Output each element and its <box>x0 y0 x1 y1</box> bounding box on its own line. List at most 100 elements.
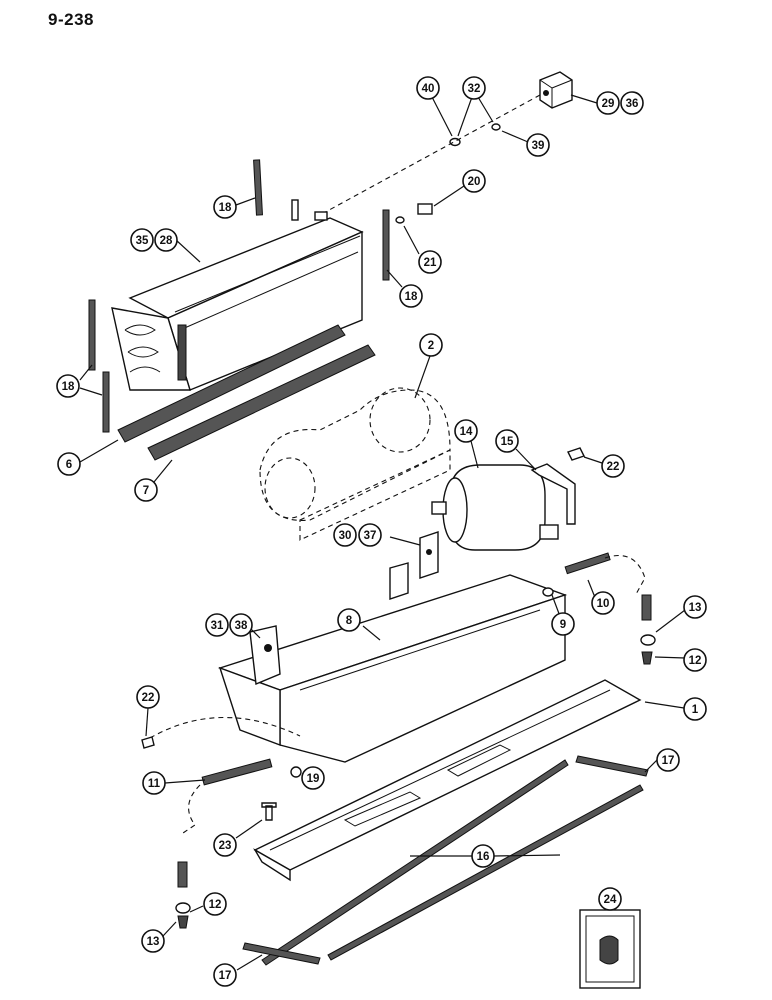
mounting-strap <box>530 463 576 525</box>
callout-11: 11 <box>142 771 166 795</box>
receiver-drier <box>431 464 559 551</box>
svg-text:18: 18 <box>219 202 232 214</box>
nut-19 <box>290 766 302 778</box>
foam-strip-7 <box>147 344 376 461</box>
callout-9: 9 <box>551 612 575 636</box>
parts-kit-box <box>579 909 641 989</box>
svg-text:21: 21 <box>424 257 437 269</box>
svg-text:18: 18 <box>62 381 75 393</box>
fitting <box>417 203 433 215</box>
svg-text:6: 6 <box>66 459 72 471</box>
callout-1: 1 <box>683 697 707 721</box>
svg-text:32: 32 <box>468 83 481 95</box>
svg-text:22: 22 <box>607 461 620 473</box>
callout-22: 22 <box>136 685 160 709</box>
callout-17: 17 <box>656 748 680 772</box>
callout-31: 31 <box>205 613 229 637</box>
svg-text:18: 18 <box>405 291 418 303</box>
svg-text:24: 24 <box>604 894 617 906</box>
svg-text:35: 35 <box>136 235 149 247</box>
gasket-17 <box>575 755 649 777</box>
callout-18: 18 <box>213 195 237 219</box>
tip-12 <box>641 651 653 665</box>
blower-assembly <box>259 387 451 541</box>
seal-strip <box>382 209 390 281</box>
callout-24: 24 <box>598 887 622 911</box>
svg-text:7: 7 <box>143 485 149 497</box>
svg-text:8: 8 <box>346 615 353 627</box>
callout-29: 29 <box>596 91 620 115</box>
bolt-22 <box>141 736 155 749</box>
svg-text:38: 38 <box>235 620 248 632</box>
callout-2: 2 <box>419 333 443 357</box>
callout-21: 21 <box>418 250 442 274</box>
svg-text:13: 13 <box>689 602 702 614</box>
svg-text:31: 31 <box>211 620 224 632</box>
o-ring-39 <box>491 123 501 131</box>
evaporator-case <box>217 562 568 763</box>
base-panel <box>253 679 642 882</box>
bolt-22-top <box>567 447 585 461</box>
svg-text:28: 28 <box>160 235 173 247</box>
callout-14: 14 <box>454 419 478 443</box>
callout-15: 15 <box>495 429 519 453</box>
callout-36: 36 <box>620 91 644 115</box>
callout-28: 28 <box>154 228 178 252</box>
svg-text:22: 22 <box>142 692 155 704</box>
callout-6: 6 <box>57 452 81 476</box>
svg-text:15: 15 <box>501 436 514 448</box>
grommet-13 <box>175 902 191 914</box>
svg-text:14: 14 <box>460 426 473 438</box>
gasket-16 <box>261 759 569 966</box>
callout-40: 40 <box>416 76 440 100</box>
callout-12: 12 <box>683 648 707 672</box>
svg-text:19: 19 <box>307 773 320 785</box>
seal-strip <box>88 299 96 371</box>
leader-lines <box>79 94 686 971</box>
svg-text:37: 37 <box>364 530 377 542</box>
callout-18: 18 <box>56 374 80 398</box>
callout-22: 22 <box>601 454 625 478</box>
screw-23 <box>261 802 277 821</box>
seal-strip <box>253 159 263 216</box>
callout-13: 13 <box>683 595 707 619</box>
spring-10 <box>564 552 611 575</box>
callout-23: 23 <box>213 833 237 857</box>
svg-text:20: 20 <box>468 176 481 188</box>
callout-16: 16 <box>471 844 495 868</box>
gasket-16 <box>327 784 644 961</box>
svg-text:17: 17 <box>662 755 675 767</box>
callout-37: 37 <box>358 523 382 547</box>
washer <box>395 216 405 224</box>
callout-13: 13 <box>141 929 165 953</box>
page-number: 9-238 <box>48 10 94 29</box>
callout-7: 7 <box>134 478 158 502</box>
svg-text:12: 12 <box>689 655 702 667</box>
svg-text:9: 9 <box>560 619 566 631</box>
tip-12 <box>177 915 189 929</box>
callout-19: 19 <box>301 766 325 790</box>
callout-17: 17 <box>213 963 237 987</box>
gasket-17 <box>242 942 321 965</box>
nut <box>542 587 554 597</box>
grommet-13 <box>640 634 656 646</box>
svg-text:17: 17 <box>219 970 232 982</box>
callout-38: 38 <box>229 613 253 637</box>
spring-11 <box>201 758 273 786</box>
foam-strip-6 <box>117 324 346 443</box>
svg-text:16: 16 <box>477 851 490 863</box>
svg-text:13: 13 <box>147 936 160 948</box>
callout-30: 30 <box>333 523 357 547</box>
svg-text:36: 36 <box>626 98 639 110</box>
callout-12: 12 <box>203 892 227 916</box>
callout-8: 8 <box>337 608 361 632</box>
svg-text:11: 11 <box>148 778 161 790</box>
callout-18: 18 <box>399 284 423 308</box>
svg-text:1: 1 <box>692 704 699 716</box>
svg-text:2: 2 <box>428 340 434 352</box>
svg-text:12: 12 <box>209 899 222 911</box>
svg-text:10: 10 <box>597 598 610 610</box>
callout-39: 39 <box>526 133 550 157</box>
seal-strip <box>102 371 110 433</box>
